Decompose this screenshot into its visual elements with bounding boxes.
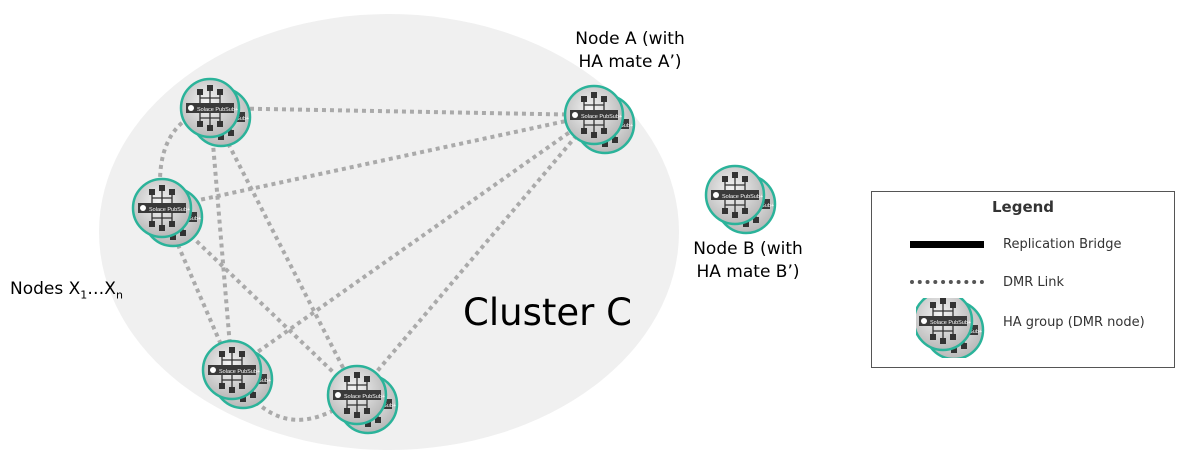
cluster-label: Cluster C	[463, 291, 632, 334]
legend-label-replication-bridge: Replication Bridge	[1003, 237, 1122, 252]
node-b-label-line1: Node B (with	[693, 239, 803, 259]
nodes-x-label: Nodes X1…Xn	[10, 279, 123, 301]
node-b	[704, 164, 777, 235]
nodes-x-sub1: 1	[80, 288, 88, 302]
node-b-label-line2: HA mate B’)	[696, 262, 800, 282]
primary-disc	[131, 177, 193, 239]
primary-disc	[326, 364, 388, 426]
dmr-link-swatch	[910, 280, 984, 284]
replication-bridge-swatch	[910, 241, 984, 248]
legend-label-ha-group: HA group (DMR node)	[1003, 315, 1145, 330]
legend-box: Legend Replication Bridge DMR Link HA gr…	[871, 191, 1175, 368]
dmr-link-x2-x4	[160, 206, 359, 397]
legend-label-dmr-link: DMR Link	[1003, 275, 1065, 290]
primary-disc	[201, 339, 263, 401]
primary-disc	[563, 84, 625, 146]
ha-group-icon	[916, 298, 985, 358]
primary-disc	[704, 164, 766, 226]
dmr-link-x2-a	[161, 113, 595, 210]
node-b-label: Node B (with HA mate B’)	[684, 238, 812, 284]
node-a-label: Node A (with HA mate A’)	[566, 28, 694, 74]
dmr-link-x1-x4	[208, 107, 359, 396]
dmr-link-x4-a	[355, 113, 596, 397]
dmr-link-x1-x3	[208, 107, 234, 371]
dmr-link-x3-a	[230, 113, 596, 372]
legend-title: Legend	[991, 198, 1055, 216]
node-a-label-line2: HA mate A’)	[578, 52, 682, 72]
primary-disc	[179, 77, 241, 139]
nodes-x-subn: n	[115, 288, 123, 302]
nodes-x-ellipsis: …X	[87, 279, 116, 299]
node-a-label-line1: Node A (with	[575, 29, 685, 49]
dmr-link-x1-a	[209, 106, 595, 117]
nodes-x-prefix: Nodes X	[10, 279, 81, 299]
